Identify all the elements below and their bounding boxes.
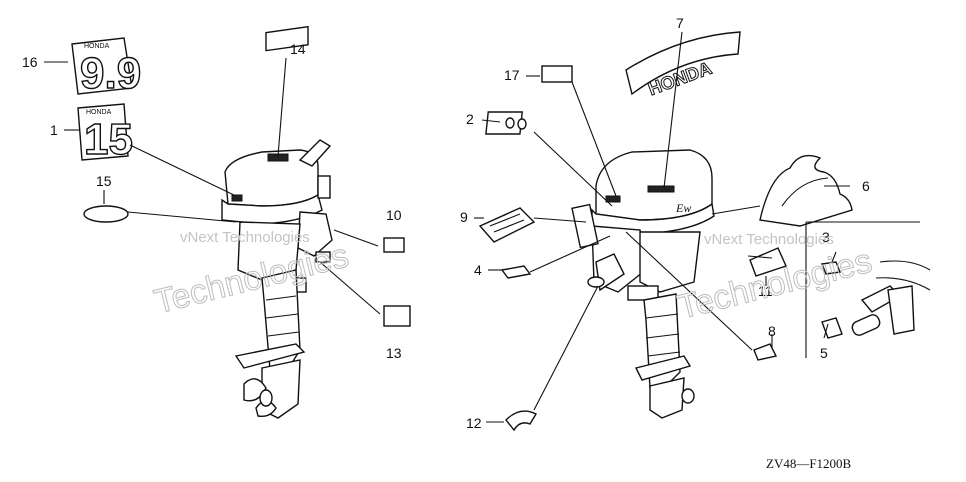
callout-10: 10 (386, 207, 402, 223)
callout-12: 12 (466, 415, 482, 431)
callout-14: 14 (290, 41, 306, 57)
callout-3: 3 (822, 229, 830, 245)
callout-5: 5 (820, 345, 828, 361)
callout-6: 6 (862, 178, 870, 194)
callout-16: 16 (22, 54, 38, 70)
watermark-right: vNext Technologies Technologies (673, 231, 876, 327)
diagram-code: ZV48—F1200B (766, 456, 852, 471)
decal-9-9-text: 9.9 (80, 49, 141, 98)
decal-9-9: 9.9 HONDA (71, 37, 142, 99)
decal-script-6 (759, 154, 853, 227)
decal-rect-13 (383, 305, 411, 327)
watermark-left: vNext Technologies Technologies (150, 229, 353, 322)
decal-15-brand: HONDA (86, 109, 112, 116)
decal-honda-banner: HONDA (625, 31, 741, 100)
decal-rect-17 (541, 65, 573, 83)
clip-12 (505, 410, 537, 432)
callout-9: 9 (460, 209, 468, 225)
leader-lines-right (474, 31, 850, 423)
callout-11: 11 (758, 283, 773, 299)
callout-13: 13 (386, 345, 402, 361)
outboard-motor-left (221, 139, 333, 419)
watermark-left-line1: vNext Technologies (180, 229, 310, 246)
callout-1: 1 (50, 122, 58, 138)
callout-17: 17 (504, 67, 520, 83)
decal-15: 15 HONDA (77, 103, 134, 165)
decal-9-9-brand: HONDA (84, 43, 110, 50)
decal-small-8 (753, 343, 778, 361)
callout-8: 8 (768, 323, 776, 339)
callouts: 16 1 15 14 10 13 17 2 7 6 9 4 11 8 3 5 1… (22, 15, 870, 431)
watermark-right-line1: vNext Technologies (704, 231, 834, 248)
decal-strip-4 (500, 265, 532, 279)
decal-panel-9 (478, 207, 536, 243)
decal-rect-14 (265, 25, 309, 52)
callout-15: 15 (96, 173, 112, 189)
decal-dots-2 (485, 111, 527, 135)
decal-small-11 (749, 247, 787, 277)
inset-detail (805, 221, 931, 358)
decal-oval-ring (83, 205, 129, 223)
callout-7: 7 (676, 15, 684, 31)
decal-15-text: 15 (84, 115, 133, 164)
decal-small-10 (383, 237, 405, 253)
callout-4: 4 (474, 262, 482, 278)
outboard-motor-right: Ew (571, 149, 715, 419)
svg-text:Ew: Ew (675, 201, 691, 215)
leader-lines-left (44, 57, 381, 315)
callout-2: 2 (466, 111, 474, 127)
